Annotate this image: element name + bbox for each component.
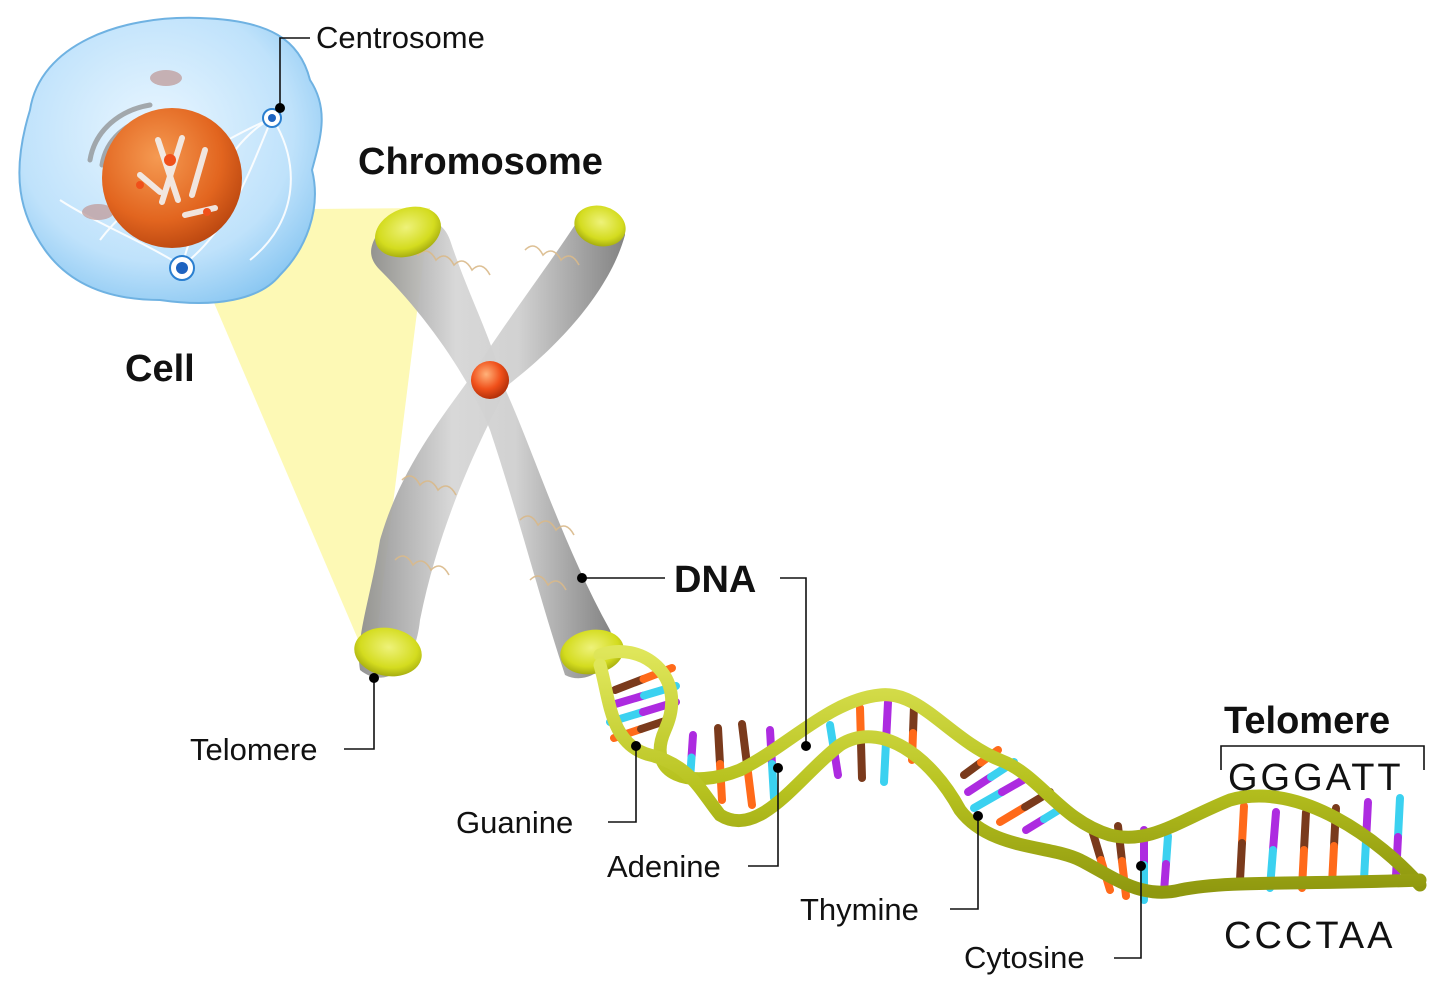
base-pair-segment	[1269, 808, 1280, 854]
telomere-label-right: Telomere	[1224, 700, 1390, 742]
base-pair-segment	[964, 773, 995, 796]
chromosome-label: Chromosome	[358, 141, 603, 183]
base-pair-segment	[1394, 794, 1404, 841]
cell-label: Cell	[125, 348, 195, 390]
cell-illustration	[18, 16, 323, 304]
base-pair-segment	[1162, 832, 1172, 868]
dna-helix	[593, 645, 1427, 904]
telomere-cap	[574, 205, 626, 247]
dna-backbone-strand	[593, 658, 1427, 899]
guanine-label: Guanine	[456, 805, 573, 840]
centrosome-label: Centrosome	[316, 20, 485, 55]
adenine-label: Adenine	[607, 849, 721, 884]
dna-backbone-strand	[593, 645, 1427, 892]
cytosine-label: Cytosine	[964, 940, 1085, 975]
base-pair-segment	[768, 760, 778, 802]
base-pair-segment	[970, 788, 1006, 812]
chromosome-illustration	[354, 205, 626, 679]
mitochondrion	[82, 204, 114, 220]
thymine-label: Thymine	[800, 892, 919, 927]
zoom-cone	[200, 208, 430, 672]
telomere-cap	[354, 627, 422, 677]
base-pair-segment	[880, 738, 890, 786]
base-pair-segment	[1238, 802, 1248, 847]
base-pair-segment	[714, 724, 724, 768]
base-pair-segment	[738, 720, 751, 769]
telomere-cap	[375, 206, 441, 258]
telomere-sequence-bottom: CCCTAA	[1224, 915, 1395, 957]
telomere-label-left: Telomere	[190, 732, 318, 767]
dna-label: DNA	[674, 559, 756, 601]
centrosome-lower	[169, 255, 195, 281]
base-pair-segment	[1360, 837, 1370, 884]
mitochondrion	[150, 70, 182, 86]
telomere-sequence-top: GGGATT	[1228, 757, 1404, 799]
base-pair-segment	[608, 691, 648, 709]
centromere	[471, 361, 509, 399]
centrosome-upper	[262, 108, 282, 128]
chromosome-arm	[371, 215, 613, 679]
telomere-cap	[560, 629, 624, 675]
base-pair-segment	[1236, 839, 1246, 884]
leader-lines	[275, 37, 1425, 959]
base-pair-segment	[996, 803, 1029, 826]
base-pair-segment	[1300, 808, 1310, 854]
base-pair-segment	[611, 675, 648, 694]
base-pair-segment	[909, 702, 918, 737]
chromosome-arm	[359, 208, 625, 678]
base-pair-segment	[857, 739, 866, 782]
